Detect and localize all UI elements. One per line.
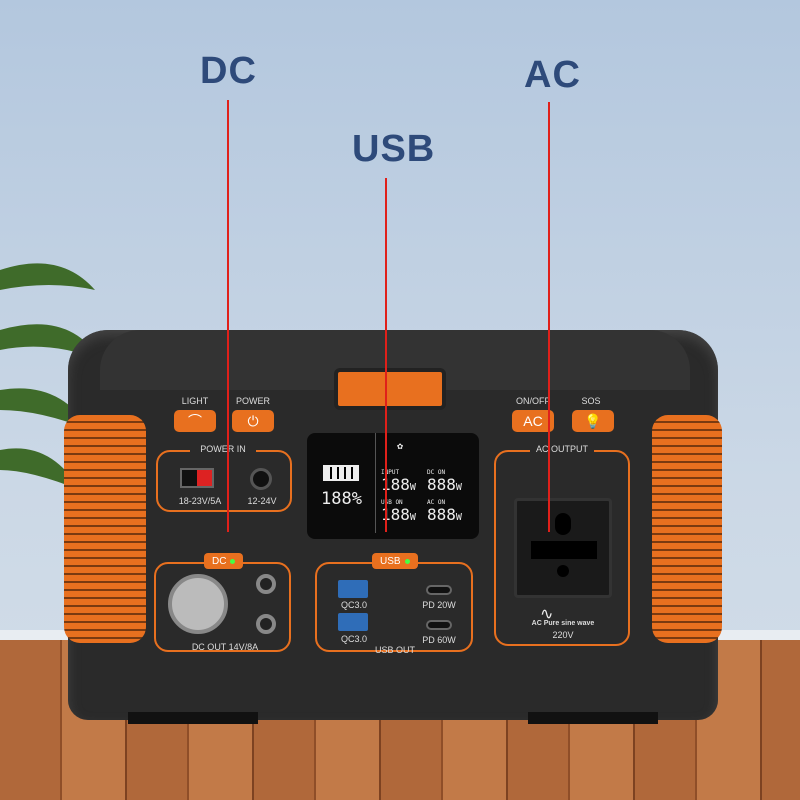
left-grille [64, 415, 146, 643]
carry-handle [334, 368, 446, 410]
power-icon: ⏻ [247, 412, 259, 429]
socket-hole-bottom [557, 565, 569, 577]
lcd-display: 188% ✿ INPUT 188W DC ON 888W USB ON 188W… [307, 433, 479, 539]
sos-label: SOS [581, 396, 601, 406]
input-label: INPUT [381, 469, 400, 476]
usb-led [404, 558, 410, 564]
anderson-label: 18-23V/5A [178, 496, 222, 506]
dc-port-1[interactable] [256, 574, 276, 594]
usb-on-label: USB ON [381, 499, 403, 506]
bulb-icon: 💡 [584, 412, 602, 429]
light-button[interactable]: ⌒ [174, 410, 216, 432]
usb-callout-line [385, 178, 387, 532]
ac-voltage-label: 220V [552, 630, 574, 640]
usb-a-port-2[interactable] [338, 613, 368, 631]
battery-percent: 188% [321, 489, 362, 509]
socket-hole-top [555, 513, 571, 535]
light-label: LIGHT [181, 396, 209, 406]
power-label: POWER [235, 396, 270, 406]
dc-value: 888W [427, 475, 462, 494]
ac-output-title: AC OUTPUT [530, 444, 594, 454]
fan-icon: ✿ [397, 441, 404, 452]
ac-on-label: AC ON [427, 499, 446, 506]
onoff-label: ON/OFF [516, 396, 550, 406]
dc-chip: DC [204, 553, 244, 569]
sos-button[interactable]: 💡 [572, 410, 614, 432]
anderson-port[interactable] [180, 468, 214, 488]
usb-out-caption: USB OUT [374, 645, 415, 655]
power-button[interactable]: ⏻ [232, 410, 274, 432]
socket-hole-mid [531, 541, 597, 559]
usb-c-port-2[interactable] [426, 620, 452, 630]
left-foot [128, 712, 258, 724]
pd-label-2: PD 60W [422, 635, 456, 645]
usb-value: 188W [381, 505, 416, 524]
ac-socket[interactable] [514, 498, 612, 598]
usb-callout-label: USB [352, 128, 436, 170]
ac-callout-label: AC [524, 54, 581, 96]
usb-c-port-1[interactable] [426, 585, 452, 595]
right-grille [652, 415, 722, 643]
qc-label-2: QC3.0 [340, 634, 367, 644]
dc-input-jack[interactable] [250, 468, 272, 490]
ac-button[interactable]: AC [512, 410, 554, 432]
car-socket[interactable] [168, 574, 228, 634]
dc-callout-label: DC [200, 50, 257, 92]
dc-out-caption: DC OUT 14V/8A [191, 642, 259, 652]
dc-port-2[interactable] [256, 614, 276, 634]
pd-label-1: PD 20W [422, 600, 456, 610]
sine-wave-icon: ∿ [540, 606, 554, 623]
right-foot [528, 712, 658, 724]
usb-a-port-1[interactable] [338, 580, 368, 598]
ac-wave-label: AC Pure sine wave [531, 620, 595, 627]
light-icon: ⌒ [188, 413, 202, 429]
dc-led [230, 558, 236, 564]
dc-on-label: DC ON [427, 469, 446, 476]
power-in-title: POWER IN [190, 444, 256, 454]
input-value: 188W [381, 475, 416, 494]
battery-icon [323, 465, 359, 481]
dc-callout-line [227, 100, 229, 532]
usb-chip: USB [372, 553, 418, 569]
ac-value: 888W [427, 505, 462, 524]
qc-label-1: QC3.0 [340, 600, 367, 610]
dc-input-label: 12-24V [247, 496, 277, 506]
ac-callout-line [548, 102, 550, 532]
